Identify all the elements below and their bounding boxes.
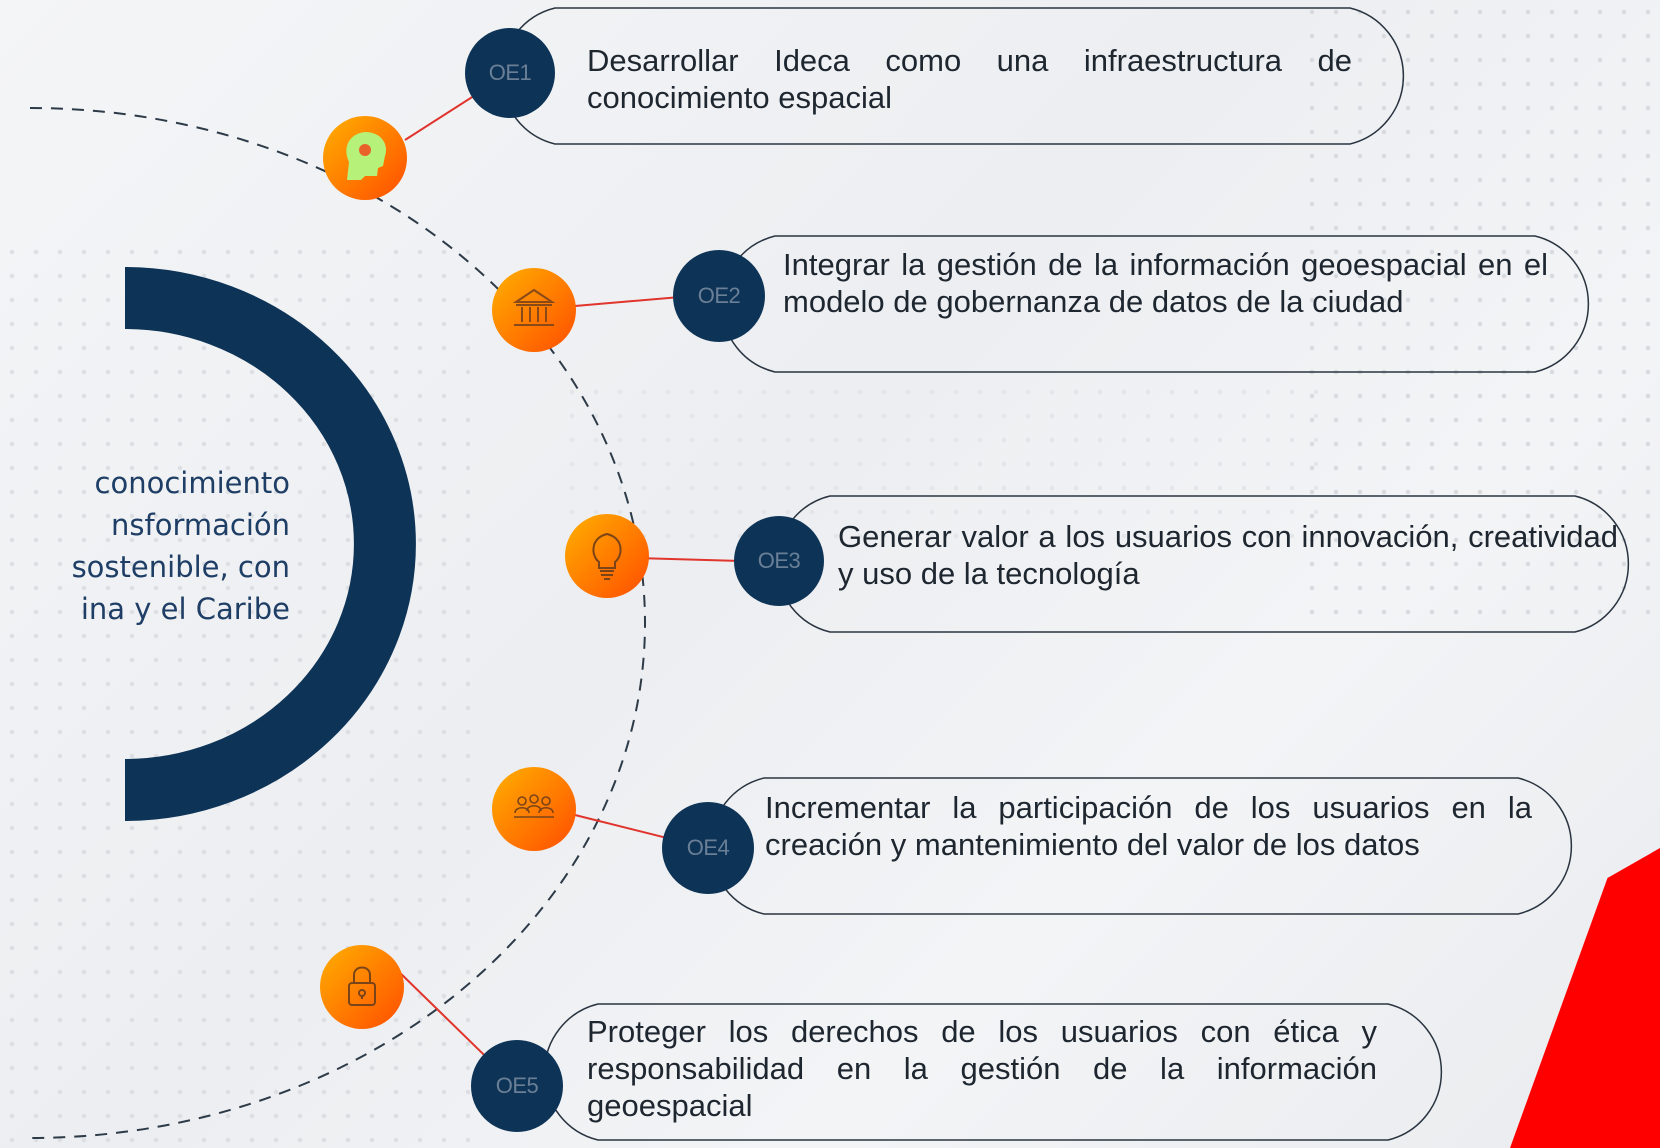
lightbulb-icon bbox=[592, 532, 622, 580]
badge-oe4: OE4 bbox=[662, 802, 754, 894]
badge-oe5: OE5 bbox=[471, 1040, 563, 1132]
objective-text-oe4: Incrementar la participación de los usua… bbox=[765, 790, 1532, 862]
people-group-icon bbox=[514, 794, 554, 818]
objective-text-oe5: Proteger los derechos de los usuarios co… bbox=[587, 1014, 1377, 1123]
vision-statement: conocimiento nsformación sostenible, con… bbox=[0, 462, 290, 630]
vision-line-1: conocimiento bbox=[94, 466, 290, 500]
institution-icon bbox=[512, 288, 556, 326]
node-oe2 bbox=[492, 268, 576, 352]
padlock-icon bbox=[348, 966, 376, 1006]
objective-text-oe1: Desarrollar Ideca como una infraestructu… bbox=[587, 43, 1352, 115]
vision-line-4: ina y el Caribe bbox=[80, 592, 290, 626]
badge-oe3: OE3 bbox=[734, 516, 824, 606]
vision-half-ring bbox=[124, 267, 416, 821]
vision-line-3: sostenible, con bbox=[71, 550, 290, 584]
node-oe5 bbox=[320, 945, 404, 1029]
connector-oe2 bbox=[574, 295, 693, 307]
badge-oe2: OE2 bbox=[673, 250, 765, 342]
node-oe4 bbox=[492, 767, 576, 851]
head-pin-icon bbox=[346, 132, 387, 180]
node-oe3 bbox=[565, 514, 649, 598]
badge-oe1: OE1 bbox=[465, 28, 555, 118]
objective-text-oe3: Generar valor a los usuarios con innovac… bbox=[838, 519, 1618, 591]
vision-line-2: nsformación bbox=[111, 508, 290, 542]
objective-text-oe2: Integrar la gestión de la información ge… bbox=[783, 247, 1548, 319]
objective-pill-5 bbox=[543, 1003, 1443, 1141]
